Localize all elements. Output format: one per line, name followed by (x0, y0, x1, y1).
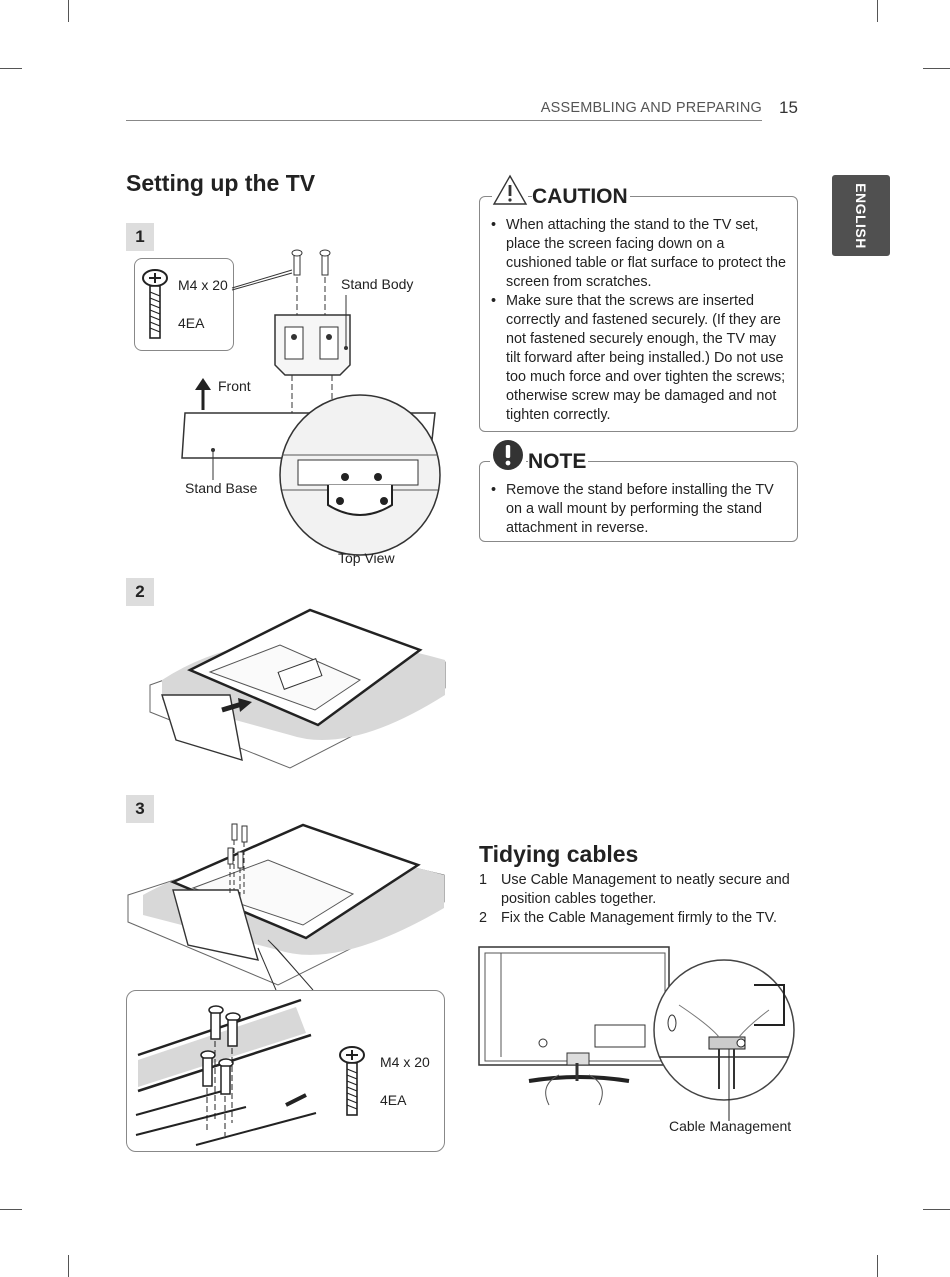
screw-spec-label: M4 x 20 (178, 277, 228, 293)
cable-management-label: Cable Management (669, 1118, 792, 1134)
front-label: Front (218, 378, 251, 394)
header-rule (126, 120, 762, 121)
crop-mark (0, 1209, 22, 1210)
note-list: Remove the stand before installing the T… (491, 481, 781, 538)
step-number: 1 (126, 223, 154, 251)
step-number: 3 (126, 795, 154, 823)
screw-icon (142, 269, 168, 339)
item-number: 2 (479, 910, 488, 926)
language-label: ENGLISH (853, 182, 870, 249)
screw-icon (339, 1046, 365, 1116)
screw-qty-label: 4EA (178, 315, 205, 331)
cable-management-diagram (478, 946, 795, 1121)
note-item: Remove the stand before installing the T… (491, 481, 781, 538)
language-tab: ENGLISH (832, 175, 890, 256)
item-text: Fix the Cable Management firmly to the T… (501, 910, 777, 926)
warning-icon (492, 174, 528, 206)
crop-mark (923, 68, 950, 69)
step-number: 2 (126, 578, 154, 606)
section-title-tidying: Tidying cables (479, 841, 639, 867)
caution-item: Make sure that the screws are inserted c… (491, 292, 786, 425)
crop-mark (923, 1209, 950, 1210)
crop-mark (0, 68, 22, 69)
attach-stand-diagram (127, 823, 445, 991)
page-number: 15 (779, 98, 798, 117)
stand-base-label: Stand Base (185, 480, 258, 496)
top-view-label: Top View (338, 550, 395, 566)
item-number: 1 (479, 872, 488, 888)
crop-mark (877, 1255, 878, 1277)
screw-detail-diagram (135, 998, 317, 1146)
screw-spec-label: M4 x 20 (380, 1054, 430, 1070)
note-title: NOTE (528, 450, 589, 474)
caution-item: When attaching the stand to the TV set, … (491, 216, 786, 292)
screw-qty-label: 4EA (380, 1092, 407, 1108)
tidying-item: 2 Fix the Cable Management firmly to the … (479, 909, 794, 928)
caution-list: When attaching the stand to the TV set, … (491, 216, 786, 425)
stand-body-label: Stand Body (341, 276, 414, 292)
tv-face-down-diagram (149, 608, 446, 769)
crop-mark (877, 0, 878, 22)
tidying-list: 1 Use Cable Management to neatly secure a… (479, 871, 794, 928)
caution-title: CAUTION (532, 185, 630, 209)
stand-body-diagram (181, 249, 441, 556)
item-text: Use Cable Management to neatly secure an… (501, 872, 790, 907)
crop-mark (68, 1255, 69, 1277)
section-header: ASSEMBLING AND PREPARING (540, 100, 762, 116)
section-title-setup: Setting up the TV (126, 170, 316, 196)
exclamation-icon (490, 438, 526, 472)
crop-mark (68, 0, 69, 22)
tidying-item: 1 Use Cable Management to neatly secure a… (479, 871, 794, 909)
